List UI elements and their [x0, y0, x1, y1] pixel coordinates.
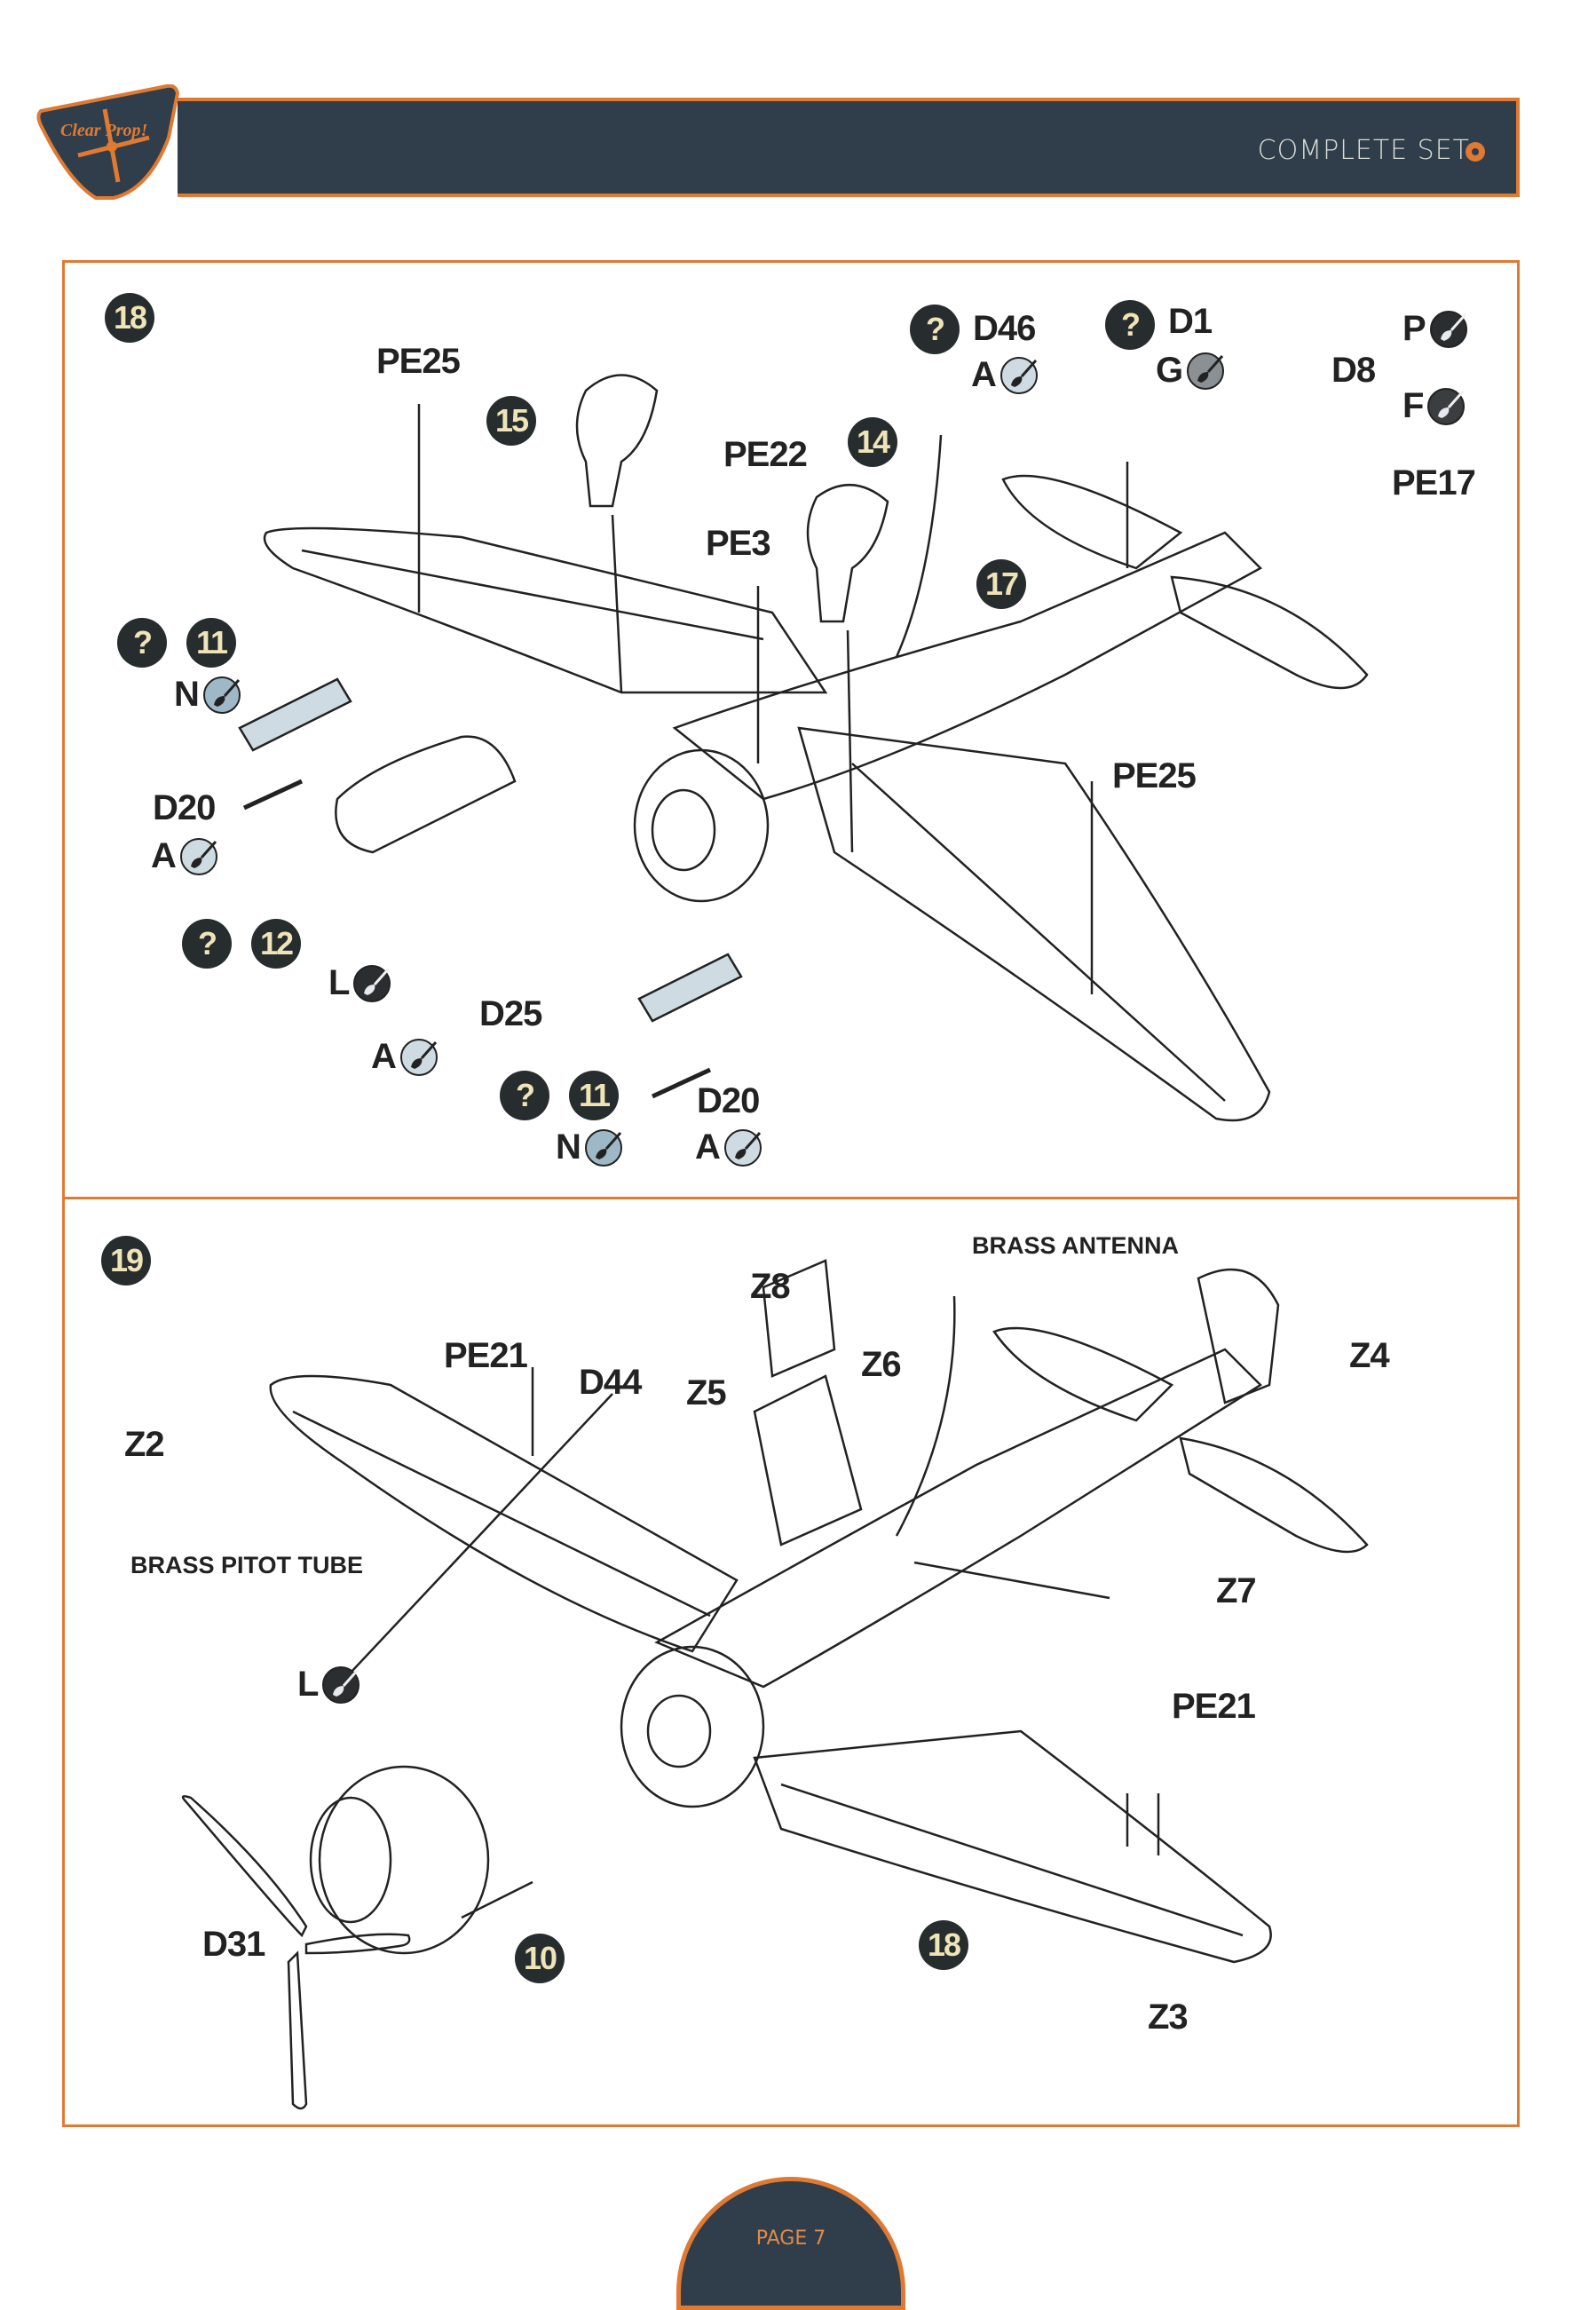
paint-code: N	[174, 675, 200, 714]
part-label-z3: Z3	[1148, 1998, 1189, 2037]
brush-glyph	[1010, 359, 1038, 387]
paint-brush-icon	[1187, 352, 1225, 390]
paint-callout-d25-top: L	[328, 963, 391, 1003]
paint-code: A	[971, 355, 997, 394]
paint-code: A	[371, 1037, 397, 1076]
part-label-pe22: PE22	[723, 435, 808, 474]
part-label-pe17: PE17	[1392, 463, 1476, 502]
page-label: PAGE 7	[755, 2227, 826, 2250]
paint-callout-d25-bottom: A	[371, 1037, 438, 1077]
clear-prop-logo: Clear Prop!	[36, 84, 180, 200]
optional-11-left-badge: ?	[117, 618, 167, 668]
paint-brush-icon	[999, 356, 1038, 394]
paint-callout-l: L	[297, 1665, 360, 1705]
brush-glyph	[1197, 354, 1224, 383]
brush-glyph	[1440, 312, 1466, 341]
optional-11-bottom-badge: ?	[500, 1071, 549, 1120]
paint-brush-icon	[584, 1128, 622, 1167]
paint-code: A	[151, 836, 177, 875]
part-label-pe25-top: PE25	[376, 342, 461, 381]
step-19-panel	[62, 1197, 1520, 2127]
header-bar	[178, 98, 1520, 197]
paint-code: G	[1156, 351, 1184, 390]
substep-12-badge: 12	[251, 919, 301, 969]
part-label-brass-antenna: BRASS ANTENNA	[972, 1232, 1180, 1259]
paint-callout-d20-bottom: A	[695, 1127, 762, 1167]
header-title: COMPLETE SET	[1257, 135, 1470, 166]
part-label-d46: D46	[973, 309, 1036, 348]
paint-code: N	[556, 1127, 581, 1167]
part-label-pe25-right: PE25	[1112, 756, 1197, 795]
substep-11-bottom-badge: 11	[569, 1071, 619, 1120]
part-label-d25: D25	[479, 994, 542, 1033]
part-label-z5: Z5	[686, 1373, 727, 1412]
brand-text: Clear Prop!	[60, 121, 147, 140]
paint-brush-icon	[399, 1038, 438, 1076]
paint-code: L	[328, 963, 351, 1002]
part-label-d20-left: D20	[153, 788, 216, 827]
substep-14-badge: 14	[848, 417, 897, 467]
part-label-d1: D1	[1168, 302, 1213, 341]
brush-glyph	[333, 1668, 359, 1697]
paint-brush-icon	[202, 676, 241, 714]
paint-brush-icon	[1427, 387, 1466, 425]
part-label-z6: Z6	[861, 1345, 902, 1384]
part-label-z4: Z4	[1349, 1336, 1390, 1375]
paint-brush-icon	[723, 1128, 762, 1167]
brush-glyph	[595, 1131, 622, 1159]
paint-callout-d20-left: A	[151, 836, 217, 876]
part-label-pe3: PE3	[706, 524, 771, 563]
substep-17-badge: 17	[976, 559, 1026, 609]
part-label-d20-bottom: D20	[697, 1081, 760, 1120]
paint-callout-d46: A	[971, 355, 1038, 395]
optional-d46-badge: ?	[910, 305, 960, 354]
part-label-z2: Z2	[124, 1425, 165, 1464]
substep-15-badge: 15	[486, 396, 536, 446]
paint-brush-icon	[322, 1665, 360, 1704]
part-label-d44: D44	[579, 1363, 642, 1402]
paint-callout-n-left: N	[174, 675, 241, 715]
paint-brush-icon	[353, 964, 391, 1002]
substep-18-badge: 18	[919, 1920, 968, 1970]
paint-callout-d8-bottom: F	[1402, 386, 1466, 426]
brush-glyph	[1438, 390, 1465, 418]
optional-12-badge: ?	[182, 919, 232, 969]
part-label-d31: D31	[202, 1925, 265, 1964]
paint-code: F	[1402, 386, 1425, 425]
paint-code: A	[695, 1127, 721, 1167]
part-label-pe21-top: PE21	[444, 1336, 528, 1375]
paint-code: L	[297, 1665, 320, 1704]
substep-11-left-badge: 11	[186, 618, 236, 668]
step-19-badge: 19	[101, 1236, 151, 1286]
paint-brush-icon	[1429, 310, 1467, 348]
paint-callout-n-bottom: N	[556, 1127, 622, 1167]
brush-glyph	[190, 840, 217, 868]
paint-brush-icon	[179, 837, 217, 875]
part-label-z8: Z8	[750, 1267, 791, 1306]
brush-glyph	[734, 1131, 762, 1159]
paint-code: P	[1402, 309, 1426, 348]
brush-glyph	[410, 1040, 438, 1069]
substep-10-badge: 10	[515, 1934, 565, 1983]
header-dot-icon	[1466, 142, 1485, 162]
part-label-z7: Z7	[1216, 1571, 1257, 1610]
part-label-brass-pitot-tube: BRASS PITOT TUBE	[130, 1552, 364, 1578]
step-18-badge: 18	[105, 293, 154, 343]
part-label-d8: D8	[1331, 351, 1376, 390]
optional-d1-badge: ?	[1105, 300, 1155, 350]
part-label-pe21-right: PE21	[1172, 1687, 1256, 1726]
paint-callout-d1: G	[1156, 351, 1225, 391]
paint-callout-d8-top: P	[1402, 309, 1467, 349]
brush-glyph	[213, 678, 241, 707]
brush-glyph	[364, 967, 391, 995]
